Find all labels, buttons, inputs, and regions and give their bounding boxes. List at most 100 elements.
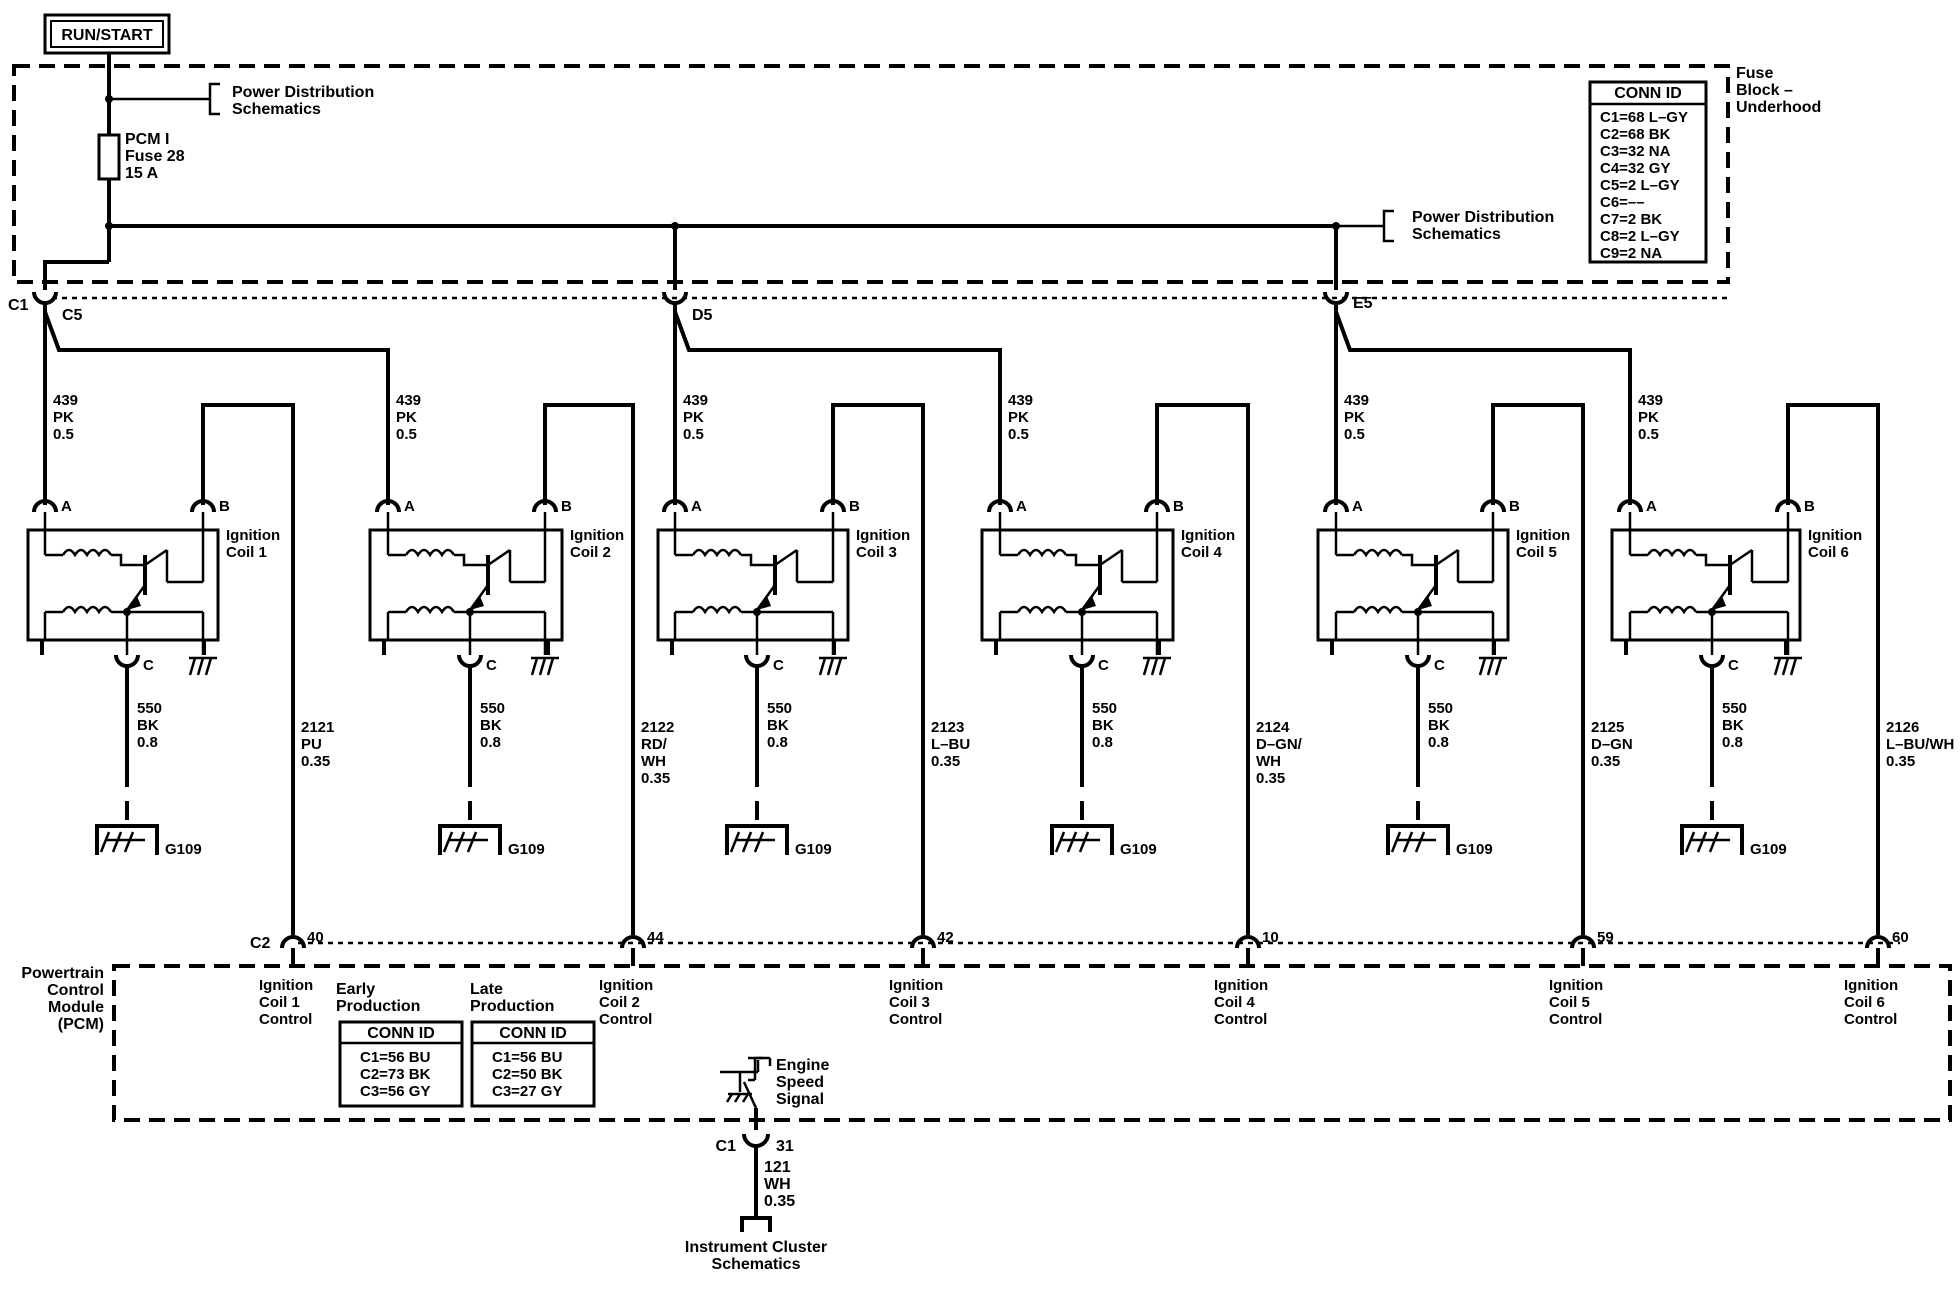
- coil-name-line-2: Coil 4: [1181, 544, 1222, 561]
- control-wire-gauge: 0.35: [931, 753, 960, 770]
- feed-wire-num: 439: [396, 392, 421, 409]
- coil-feed-branch: [43, 311, 390, 505]
- late-label-1: Late: [470, 981, 503, 998]
- coil-box: [368, 528, 564, 642]
- run-start-box-inner: [50, 20, 164, 48]
- pin-b-label: B: [219, 498, 230, 515]
- pcm-coil-label-2: Coil 6: [1844, 994, 1885, 1011]
- engine-speed-label-1: Engine: [776, 1057, 829, 1074]
- control-wire-color: D–GN/: [1256, 736, 1303, 753]
- fuse-block-conn-row: C8=2 L–GY: [1600, 228, 1680, 245]
- control-wire-num: 2125: [1591, 719, 1624, 736]
- pcm-coil-label-1: Ignition: [1549, 977, 1603, 994]
- pcm-pin-label: 42: [937, 929, 954, 946]
- coil-name-line-1: Ignition: [1181, 527, 1235, 544]
- pin-b-label: B: [1173, 498, 1184, 515]
- pin-b-label: B: [1509, 498, 1520, 515]
- power-feed: [43, 53, 1394, 290]
- pin-c-label: C: [1434, 657, 1445, 674]
- pcm-pin-connector: [910, 935, 936, 949]
- late-conn-id-table: CONN ID C1=56 BU C2=50 BK C3=27 GY: [470, 1020, 596, 1108]
- pin-b-label: B: [561, 498, 572, 515]
- bottom-wire-gauge: 0.35: [764, 1193, 795, 1210]
- feed-wire-gauge: 0.5: [1008, 426, 1029, 443]
- pin-b-label: B: [1804, 498, 1815, 515]
- control-wire-color: RD/: [641, 736, 668, 753]
- feed-wire-color: PK: [1008, 409, 1029, 426]
- ground-wire-color: BK: [767, 717, 789, 734]
- feed-wire-num: 439: [683, 392, 708, 409]
- feed-wire-gauge: 0.5: [1638, 426, 1659, 443]
- coil-name-line-1: Ignition: [226, 527, 280, 544]
- early-conn-row: C1=56 BU: [360, 1049, 430, 1066]
- pin-c-connector: [1699, 654, 1725, 668]
- secondary-winding: [404, 605, 456, 615]
- pin-a-label: A: [691, 498, 702, 515]
- pcm-coil-label-3: Control: [889, 1011, 942, 1028]
- pcm-coil-label-2: Coil 3: [889, 994, 930, 1011]
- pcm-coil-label-3: Control: [1549, 1011, 1602, 1028]
- pcm-coil-label-1: Ignition: [1214, 977, 1268, 994]
- control-wire-gauge: 0.35: [1591, 753, 1620, 770]
- fuse-block-conn-id-table: CONN ID C1=68 L–GY C2=68 BK C3=32 NA C4=…: [1588, 80, 1708, 264]
- coil-name-line-1: Ignition: [856, 527, 910, 544]
- g109-ground-symbol: [1386, 824, 1450, 855]
- late-conn-header: CONN ID: [499, 1025, 567, 1042]
- ignition-coil-3: [656, 291, 1002, 966]
- primary-winding: [404, 548, 456, 558]
- pcm-label-4: (PCM): [58, 1016, 104, 1033]
- coil-name-line-1: Ignition: [570, 527, 624, 544]
- control-wire-gauge: 0.35: [1886, 753, 1915, 770]
- g109-ground-symbol: [95, 824, 159, 855]
- pin-a-connector: [1617, 499, 1643, 513]
- ground-label: G109: [1456, 841, 1493, 858]
- feed-wire-color: PK: [683, 409, 704, 426]
- pin-a-label: A: [404, 498, 415, 515]
- pcm-coil-label-1: Ignition: [1844, 977, 1898, 994]
- coil-name-line-1: Ignition: [1808, 527, 1862, 544]
- primary-winding: [1016, 548, 1068, 558]
- pcm-pin-label: 40: [307, 929, 324, 946]
- g109-ground-symbol: [438, 824, 502, 855]
- feed-wire-color: PK: [396, 409, 417, 426]
- pcm-pin-connector: [1235, 935, 1261, 949]
- control-wire-color: L–BU: [931, 736, 970, 753]
- pin-a-connector: [987, 499, 1013, 513]
- engine-speed-switch: [720, 1056, 772, 1130]
- pcm-coil-label-1: Ignition: [889, 977, 943, 994]
- pcm-c1-connector: [740, 1133, 772, 1232]
- ignition-coil-2: [368, 403, 646, 966]
- pin-a-label: A: [1352, 498, 1363, 515]
- coil-feed-branch: [1334, 311, 1632, 505]
- ground-wire-color: BK: [480, 717, 502, 734]
- pcm-coil-label-2: Coil 5: [1549, 994, 1590, 1011]
- coil-box: [26, 528, 220, 642]
- conn-c1-label: C1: [8, 297, 29, 314]
- pin-c-connector: [1405, 654, 1431, 668]
- early-conn-row: C2=73 BK: [360, 1066, 431, 1083]
- early-conn-header: CONN ID: [367, 1025, 435, 1042]
- pin-c-connector: [457, 654, 483, 668]
- ignition-coil-4: [980, 403, 1261, 966]
- fuse-block-label-2: Block –: [1736, 82, 1793, 99]
- primary-winding: [691, 548, 743, 558]
- pin-c-label: C: [1098, 657, 1109, 674]
- secondary-winding: [691, 605, 743, 615]
- ground-label: G109: [1120, 841, 1157, 858]
- engine-speed-label-2: Speed: [776, 1074, 824, 1091]
- cluster-label-2: Schematics: [712, 1256, 801, 1273]
- coil-feed-branch: [673, 311, 1002, 505]
- ground-wire-color: BK: [1722, 717, 1744, 734]
- ground-wire-gauge: 0.8: [767, 734, 788, 751]
- control-wire-color: L–BU/WH: [1886, 736, 1954, 753]
- control-wire-num: 2123: [931, 719, 964, 736]
- ground-wire-gauge: 0.8: [1428, 734, 1449, 751]
- pin-a-label: A: [1646, 498, 1657, 515]
- pcm-pin-label: 10: [1262, 929, 1279, 946]
- ground-label: G109: [1750, 841, 1787, 858]
- pcm-c1-label: C1: [716, 1138, 737, 1155]
- ground-label: G109: [795, 841, 832, 858]
- coil-control-wire: [1786, 403, 1880, 935]
- pcm-coil-label-2: Coil 1: [259, 994, 300, 1011]
- fuse-block-conn-row: C5=2 L–GY: [1600, 177, 1680, 194]
